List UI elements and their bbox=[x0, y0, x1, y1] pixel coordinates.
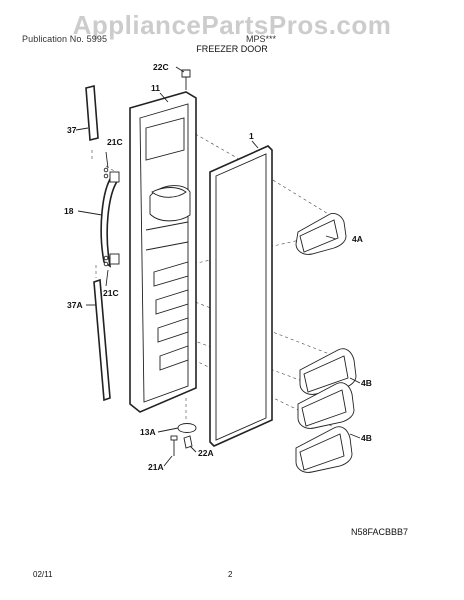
screw-22c bbox=[181, 69, 191, 90]
callout-22c: 22C bbox=[153, 62, 169, 72]
door-bin-4b-3 bbox=[295, 426, 353, 473]
callout-labels: 22C 11 1 37 21C 18 4A 21C 37A 4B 4B 13A … bbox=[64, 62, 372, 472]
footer-date: 02/11 bbox=[33, 570, 53, 579]
hinge-pin-22a bbox=[183, 435, 193, 449]
freezer-door-11 bbox=[129, 91, 197, 413]
callout-37: 37 bbox=[67, 125, 77, 135]
callout-4b-bottom: 4B bbox=[361, 433, 372, 443]
callout-37a: 37A bbox=[67, 300, 83, 310]
callout-13a: 13A bbox=[140, 427, 156, 437]
callout-1: 1 bbox=[249, 131, 254, 141]
door-handle-18 bbox=[100, 167, 120, 268]
drawing-code: N58FACBBB7 bbox=[351, 527, 409, 537]
trim-strip-37 bbox=[85, 84, 99, 142]
footer-page-number: 2 bbox=[228, 570, 233, 579]
trim-strip-37a bbox=[93, 278, 111, 402]
door-gasket-1 bbox=[209, 145, 273, 447]
callout-4b-top: 4B bbox=[361, 378, 372, 388]
callout-21c-top: 21C bbox=[107, 137, 123, 147]
publication-number: Publication No. 5995 bbox=[22, 34, 108, 44]
screw-21a bbox=[170, 435, 178, 456]
callout-21a: 21A bbox=[148, 462, 164, 472]
callout-4a: 4A bbox=[352, 234, 363, 244]
door-bin-4a bbox=[295, 213, 347, 255]
callout-22a: 22A bbox=[198, 448, 214, 458]
section-title: FREEZER DOOR bbox=[196, 44, 268, 54]
hinge-bushing-13a bbox=[177, 423, 197, 433]
callout-18: 18 bbox=[64, 206, 74, 216]
callout-21c-bottom: 21C bbox=[103, 288, 119, 298]
door-bin-4b-2 bbox=[297, 382, 355, 429]
model-number: MPS*** bbox=[246, 34, 277, 44]
callout-11: 11 bbox=[151, 83, 160, 93]
leader-lines bbox=[75, 66, 361, 467]
watermark: AppliancePartsPros.com bbox=[72, 10, 392, 40]
